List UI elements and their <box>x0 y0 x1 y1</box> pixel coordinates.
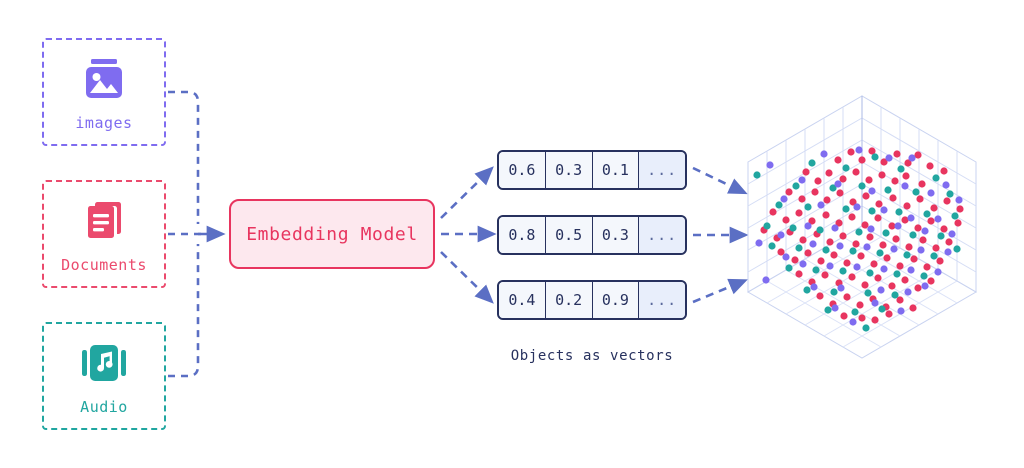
cube-right-wall-grid <box>861 95 977 293</box>
vector-row: 0.8 0.5 0.3 ... <box>497 215 687 255</box>
vector-cell: 0.6 <box>499 152 546 188</box>
connector-images-to-model <box>168 90 200 224</box>
vector-cell-ellipsis: ... <box>639 217 685 253</box>
vector-space-cube <box>747 95 977 359</box>
connector-model-to-vector-0 <box>440 166 494 219</box>
vector-cell: 0.4 <box>499 282 546 318</box>
points-documents <box>760 147 964 324</box>
connector-vector-2-to-space <box>692 278 748 304</box>
connector-vectors-to-space <box>692 166 749 304</box>
vector-cell: 0.3 <box>592 217 640 253</box>
audio-icon <box>81 337 127 389</box>
documents-icon <box>82 195 126 247</box>
source-label-images: images <box>75 113 133 132</box>
connector-model-to-vectors <box>440 166 497 304</box>
vectors-caption: Objects as vectors <box>510 348 674 364</box>
vector-row: 0.4 0.2 0.9 ... <box>497 280 687 320</box>
cube-floor-grid <box>747 225 977 359</box>
cube-left-wall-grid <box>747 95 863 293</box>
image-icon <box>82 53 126 105</box>
connector-vector-0-to-space <box>692 166 748 195</box>
connector-audio-to-model <box>168 244 200 378</box>
embedding-model-label: Embedding Model <box>246 223 418 245</box>
vector-cell: 0.1 <box>592 152 640 188</box>
points-images <box>755 146 963 326</box>
source-box-images[interactable]: images <box>42 38 166 146</box>
vector-cell-ellipsis: ... <box>639 282 685 318</box>
source-box-documents[interactable]: Documents <box>42 180 166 288</box>
source-label-documents: Documents <box>61 255 147 274</box>
source-box-audio[interactable]: Audio <box>42 322 166 430</box>
vector-cell-ellipsis: ... <box>639 152 685 188</box>
source-label-audio: Audio <box>80 397 128 416</box>
vector-cell: 0.5 <box>545 217 593 253</box>
embedding-model-box[interactable]: Embedding Model <box>229 199 435 269</box>
vector-row: 0.6 0.3 0.1 ... <box>497 150 687 190</box>
points-audio <box>753 153 961 332</box>
connector-model-to-vector-2 <box>440 251 494 304</box>
vector-cell: 0.9 <box>592 282 640 318</box>
vector-space-points <box>753 146 964 332</box>
vector-cell: 0.2 <box>545 282 593 318</box>
vector-cell: 0.3 <box>545 152 593 188</box>
vector-cell: 0.8 <box>499 217 546 253</box>
